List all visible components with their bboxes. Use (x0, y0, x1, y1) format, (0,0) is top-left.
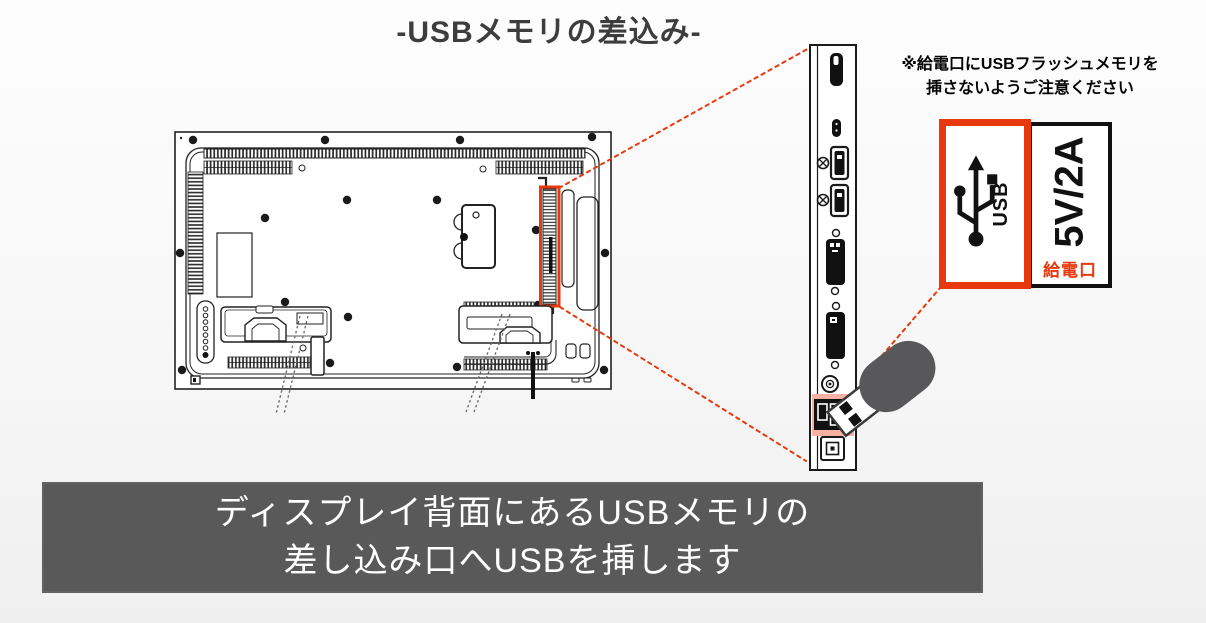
warning-line-2: 挿さないようご注意ください (926, 80, 1134, 97)
usb-trident-icon (954, 155, 998, 247)
caption-bar: ディスプレイ背面にあるUSBメモリの 差し込み口へUSBを挿します (42, 482, 983, 593)
micro-port (832, 119, 841, 137)
handle-bar (310, 336, 325, 376)
power-port-label: 給電口 (1043, 261, 1097, 280)
zoom-dotted-line-top (558, 46, 812, 189)
stand-leg-guides (275, 313, 511, 415)
page-title: -USBメモリの差込み- (396, 16, 702, 49)
mount-bracket (453, 204, 496, 269)
audio-jack (821, 375, 839, 393)
display-rear-view (174, 131, 612, 415)
optical-port (820, 436, 845, 461)
hdmi-port-1 (829, 145, 850, 181)
zoom-dotted-line-bottom (559, 306, 807, 462)
control-button-strip (196, 300, 215, 364)
dvi-port-1 (826, 239, 845, 285)
warning-note: ※給電口にUSBフラッシュメモリを 挿さないようご注意ください (858, 53, 1202, 101)
usb-port-box: USB (939, 119, 1031, 289)
bottom-left-module (220, 305, 332, 352)
usb-label: USB (989, 181, 1012, 227)
screws (175, 132, 610, 375)
power-port-box: 5V/2A 給電口 (1028, 122, 1112, 288)
label-plate (216, 232, 253, 298)
hdmi-port-2 (829, 183, 850, 218)
warning-line-1: ※給電口にUSBフラッシュメモリを (901, 56, 1159, 73)
caption-line-1: ディスプレイ背面にあるUSBメモリの (214, 494, 811, 533)
panel-screw-2 (816, 193, 830, 207)
bottom-right-module (458, 301, 553, 344)
caption-line-2: 差し込み口へUSBを挿します (283, 541, 742, 580)
panel-screw-1 (816, 156, 830, 170)
usb-flash-drive (825, 340, 936, 438)
side-connector-column (527, 176, 599, 315)
card-slot (830, 53, 843, 86)
dvi-port-2 (826, 312, 845, 359)
power-spec-label: 5V/2A (1047, 136, 1092, 248)
